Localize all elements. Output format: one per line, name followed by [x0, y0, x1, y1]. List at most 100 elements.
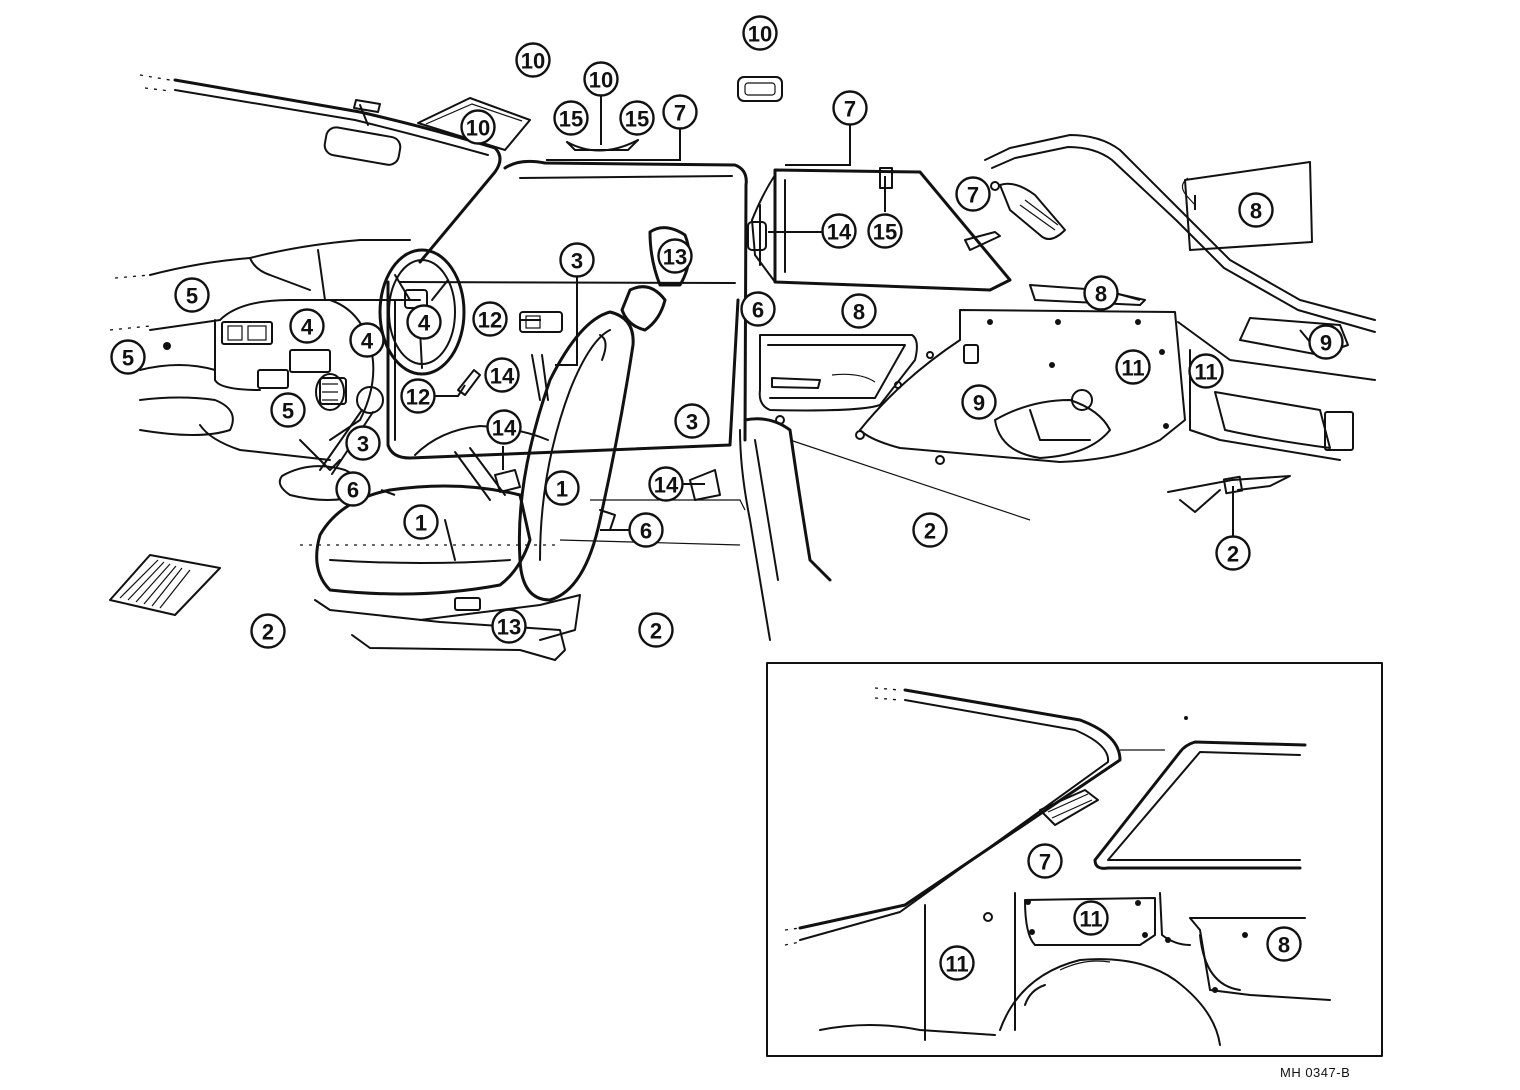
callout-11-package: 11: [1188, 353, 1224, 389]
callout-number: 10: [466, 116, 490, 141]
callout-circle: [841, 293, 877, 329]
callout-circle: [832, 90, 868, 126]
callout-3-door: 3: [674, 403, 710, 439]
callout-15-rear: 15: [867, 213, 903, 249]
callout-circle: [515, 42, 551, 78]
callout-7-quarter: 7: [955, 176, 991, 212]
callout-circle: [460, 109, 496, 145]
callout-number: 7: [844, 97, 856, 122]
callout-circle: [1215, 535, 1251, 571]
floor-mat: [109, 539, 741, 616]
callout-circle: [559, 242, 595, 278]
callout-8-quarter-trim: 8: [1083, 275, 1119, 311]
callout-11-quarter: 11: [1115, 349, 1151, 385]
callout-circle: [289, 308, 325, 344]
inset-detail-drawing: [784, 687, 1331, 1046]
quarter-panel: [859, 134, 1376, 463]
callout-circle: [657, 238, 693, 274]
callout-1-back: 1: [544, 470, 580, 506]
callout-6-pillar: 6: [740, 291, 776, 327]
callout-number: 5: [186, 284, 198, 309]
callout-circle: [955, 176, 991, 212]
callout-15-left: 15: [553, 100, 589, 136]
callout-circle: [648, 466, 684, 502]
callout-circle: [961, 384, 997, 420]
callout-circle: [638, 612, 674, 648]
callout-circle: [662, 94, 698, 130]
callout-3-shift: 3: [345, 425, 381, 461]
callout-7-rear-door: 7: [832, 90, 868, 126]
callout-8-inset: 8: [1266, 926, 1302, 962]
console-parts: [315, 373, 345, 411]
callout-number: 2: [262, 620, 274, 645]
rear-view-mirror: [323, 99, 402, 166]
callout-number: 9: [973, 391, 985, 416]
callout-circle: [486, 409, 522, 445]
callout-10-room-lamp: 10: [583, 61, 619, 97]
callout-circle: [1115, 349, 1151, 385]
callout-13-adjuster: 13: [491, 608, 527, 644]
callout-number: 4: [361, 329, 374, 354]
callout-circle: [1238, 192, 1274, 228]
callout-15-right: 15: [619, 100, 655, 136]
callout-14-floor: 14: [648, 466, 684, 502]
callout-circle: [674, 403, 710, 439]
rear-door: [747, 167, 1012, 465]
roof-rail-lines: [139, 74, 748, 442]
callout-5-dash-top: 5: [174, 277, 210, 313]
callout-number: 14: [492, 416, 517, 441]
callout-number: 11: [1079, 907, 1102, 932]
callout-circle: [1266, 926, 1302, 962]
callout-8-rear-door: 8: [841, 293, 877, 329]
callout-12-handle: 12: [472, 301, 508, 337]
callout-circle: [335, 471, 371, 507]
callout-circle: [1027, 843, 1063, 879]
callout-number: 10: [589, 68, 613, 93]
callout-6-seat: 6: [628, 512, 664, 548]
callout-3-pillar: 3: [559, 242, 595, 278]
callout-number: 11: [1194, 360, 1217, 385]
callout-12-lever: 12: [400, 378, 436, 414]
dashboard: [109, 239, 421, 471]
callout-circle: [553, 100, 589, 136]
callout-circle: [110, 339, 146, 375]
callout-circle: [939, 945, 975, 981]
rear-package-tray: [1181, 161, 1313, 251]
callout-6-console: 6: [335, 471, 371, 507]
callout-number: 1: [556, 477, 568, 502]
callout-circle: [867, 213, 903, 249]
callout-5-dash-lower: 5: [270, 392, 306, 428]
callout-circle: [491, 608, 527, 644]
callout-4-switch: 4: [289, 308, 325, 344]
callout-11-inset-left: 11: [939, 945, 975, 981]
callout-2-floor-rear: 2: [912, 512, 948, 548]
callout-circle: [406, 304, 442, 340]
rear-seatbelts: [1167, 475, 1291, 513]
callout-14-buckle: 14: [486, 409, 522, 445]
leader-lines: [380, 95, 1311, 536]
callout-5-dash-left: 5: [110, 339, 146, 375]
callout-9-side: 9: [1308, 324, 1344, 360]
callout-number: 12: [406, 385, 430, 410]
callout-number: 2: [1227, 542, 1239, 567]
callout-circle: [1073, 900, 1109, 936]
callout-number: 3: [571, 249, 583, 274]
assist-grip: [566, 139, 639, 152]
callout-number: 10: [521, 49, 545, 74]
callout-circle: [400, 378, 436, 414]
callout-11-inset-upper: 11: [1073, 900, 1109, 936]
callout-number: 2: [650, 619, 662, 644]
callout-1-cushion: 1: [403, 504, 439, 540]
callout-13-headrest: 13: [657, 238, 693, 274]
callout-2-belt: 2: [1215, 535, 1251, 571]
callout-circle: [912, 512, 948, 548]
callout-number: 5: [122, 346, 134, 371]
inset-detail-frame: [766, 662, 1383, 1057]
callout-circle: [174, 277, 210, 313]
callout-circle: [250, 613, 286, 649]
callout-circle: [628, 512, 664, 548]
callout-number: 9: [1320, 331, 1332, 356]
callout-4-column: 4: [349, 322, 385, 358]
